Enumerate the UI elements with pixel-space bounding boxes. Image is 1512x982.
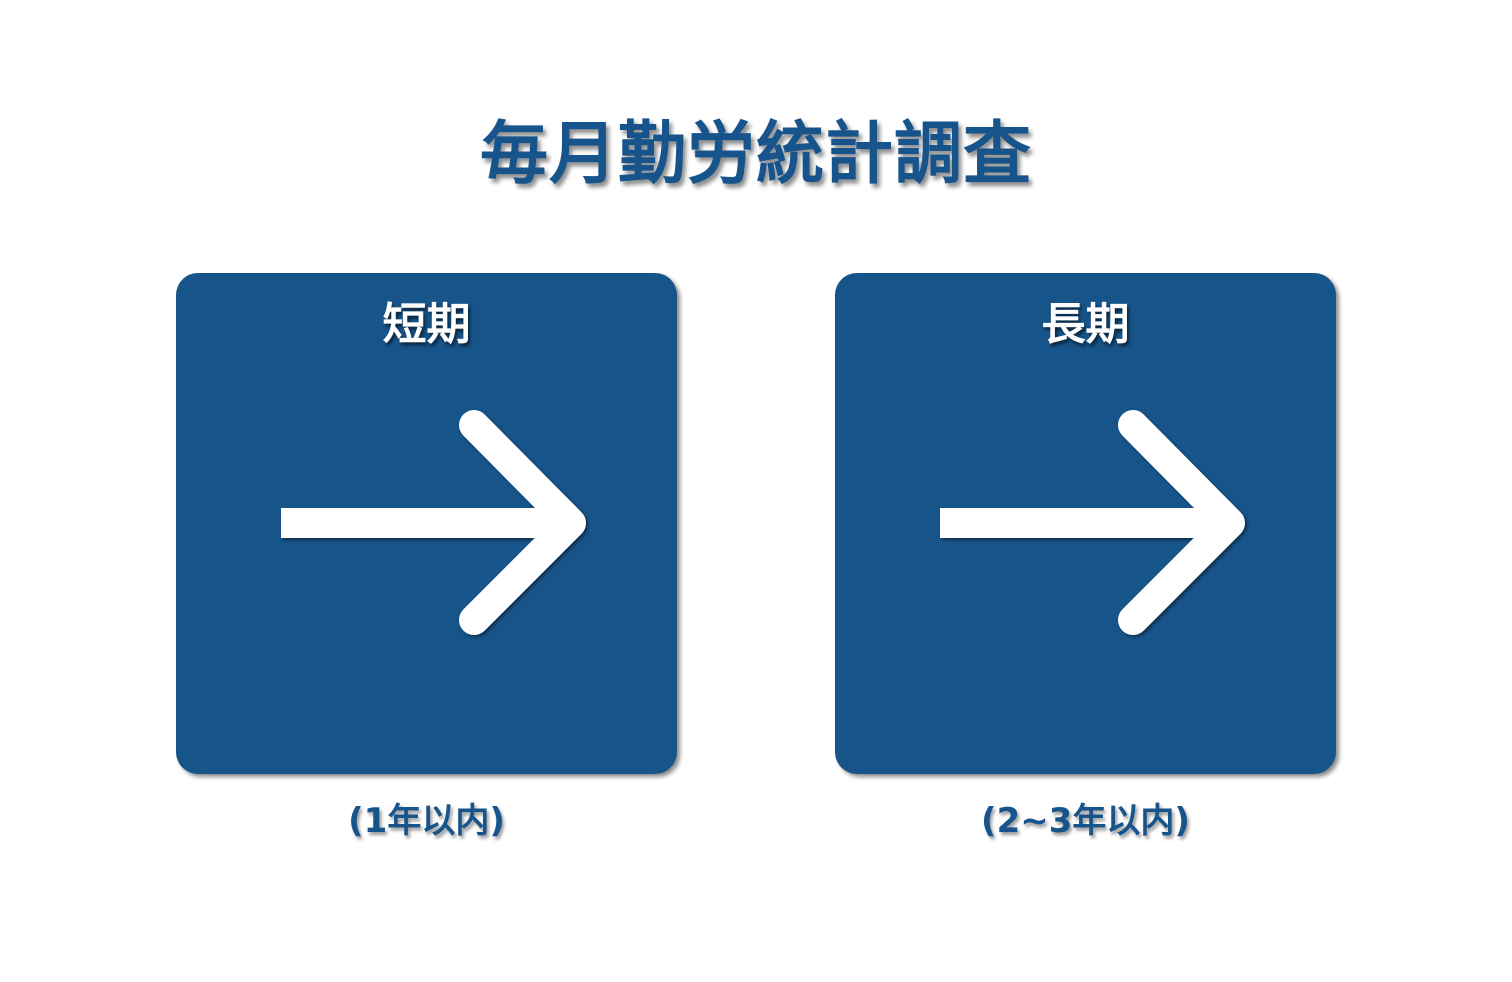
arrow-right-icon: [940, 410, 1245, 635]
arrow-right-icon: [281, 410, 586, 635]
card-title-long-term: 長期: [1041, 299, 1130, 350]
long-term-card: 長期: [835, 273, 1336, 774]
short-term-card: 短期: [176, 273, 677, 774]
page-title: 毎月勤労統計調査: [479, 115, 1032, 194]
caption-long-term: (2~3年以内): [981, 801, 1190, 841]
card-title-short-term: 短期: [382, 299, 471, 350]
caption-short-term: (1年以内): [348, 801, 505, 841]
